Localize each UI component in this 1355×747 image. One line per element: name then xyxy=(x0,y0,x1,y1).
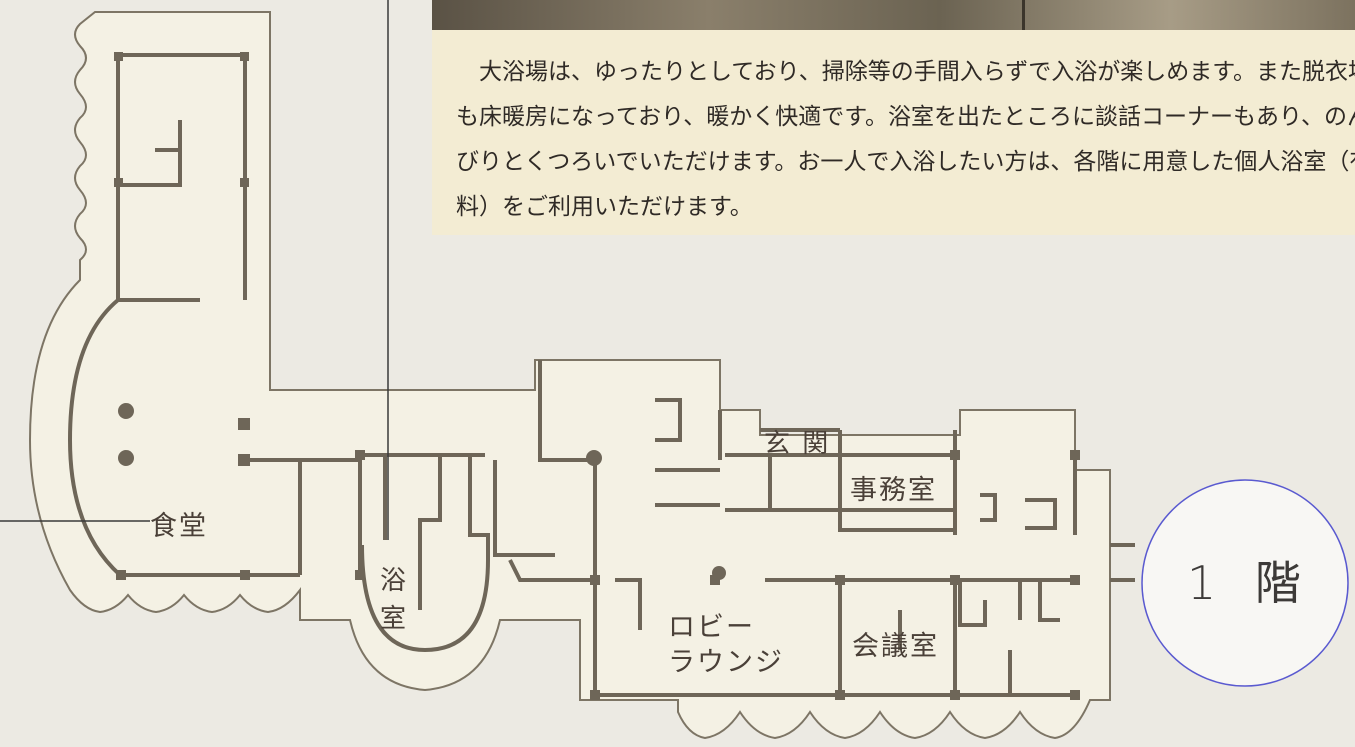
label-office: 事務室 xyxy=(850,475,937,506)
label-dining: 食堂 xyxy=(150,511,208,542)
label-meeting: 会議室 xyxy=(852,631,939,662)
caption-text: 大浴場は、ゆったりとしており、掃除等の手間入らずで入浴が楽しめます。また脱衣場も… xyxy=(456,59,1355,220)
floor-label: 1 階 xyxy=(1187,556,1313,610)
label-bath-line1: 浴 xyxy=(380,566,409,596)
caption-box xyxy=(432,30,1355,235)
label-bath-line2: 室 xyxy=(380,604,409,634)
label-lobby-line1: ロビー xyxy=(668,612,755,643)
floor-circle xyxy=(1141,479,1349,687)
photo-strip xyxy=(432,0,1355,30)
photo-divider xyxy=(1022,0,1025,30)
leader-lines xyxy=(0,0,389,540)
label-lobby-line2: ラウンジ xyxy=(668,647,784,678)
columns xyxy=(114,52,1080,700)
building-outline xyxy=(28,11,1111,740)
label-entrance: 玄 関 xyxy=(764,429,831,459)
